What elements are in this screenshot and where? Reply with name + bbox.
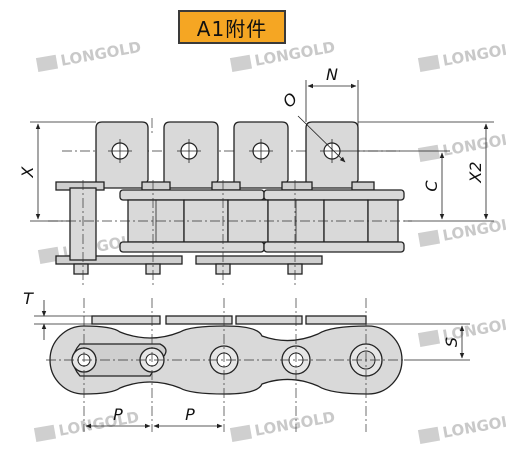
watermark-text: LONGOLD [253, 408, 336, 440]
side-view: T S P P [23, 289, 470, 432]
watermark-logo-icon [417, 426, 441, 444]
dim-label-o: O [279, 89, 301, 111]
title-badge: A1附件 [178, 10, 286, 44]
watermark-logo-icon [417, 229, 441, 247]
watermark-logo-icon [33, 424, 57, 442]
dim-label-x: X [18, 165, 37, 178]
dim-label-t: T [23, 289, 34, 308]
dim-label-c: C [422, 180, 441, 192]
watermark-text: LONGOLD [59, 38, 142, 70]
attachment-tab [95, 121, 149, 189]
watermark-logo-icon [417, 54, 441, 72]
watermark-logo-icon [417, 329, 441, 347]
watermark-text: LONGOLD [441, 128, 506, 160]
dim-label-s: S [442, 337, 461, 347]
dim-label-n: N [326, 65, 338, 84]
watermark-logo-icon [229, 54, 253, 72]
watermark-text: LONGOLD [441, 213, 506, 245]
watermark-text: LONGOLD [441, 38, 506, 70]
dim-label-pitch-1: P [113, 405, 123, 424]
top-view: X X2 C N O [18, 65, 494, 286]
watermark-text: LONGOLD [57, 408, 140, 440]
watermark-logo-icon [37, 246, 61, 264]
attachment-tab [233, 121, 289, 189]
watermark-logo-icon [35, 54, 59, 72]
attachment-tab [163, 121, 219, 189]
dim-label-x2: X2 [466, 161, 485, 183]
watermark-logo-icon [229, 424, 253, 442]
watermark-text: LONGOLD [253, 38, 336, 70]
watermark-text: LONGOLD [441, 410, 506, 442]
watermark-logo-icon [417, 144, 441, 162]
dim-label-pitch-2: P [185, 405, 195, 424]
